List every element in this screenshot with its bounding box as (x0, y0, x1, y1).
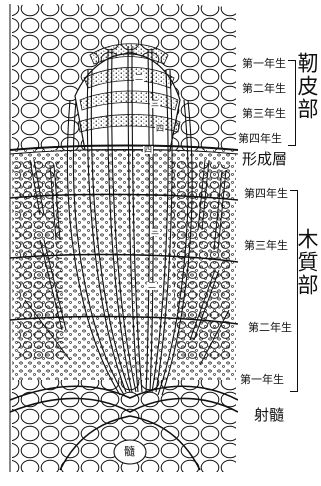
inner-number-3-right: 三 (150, 228, 160, 236)
cambium-label: 形成層 (242, 152, 287, 167)
inner-number-2-left: 二 (134, 74, 144, 82)
wood-part-label: 木質部 (296, 228, 317, 297)
ray-inner-label: 髓 (124, 446, 135, 457)
bark-part-label: 靭皮部 (296, 52, 317, 121)
inner-number-3-left: 三 (150, 100, 160, 108)
wood-year-3-label: 第三年生 (244, 240, 288, 251)
inner-number-4-right: 四 (143, 146, 153, 154)
bark-year-1-label: 第一年生 (242, 58, 286, 69)
bark-year-3-label: 第三年生 (242, 108, 286, 119)
bark-year-4-label: 第四年生 (238, 133, 282, 144)
inner-number-2-right: 二 (147, 282, 157, 290)
ray-label: 射髓 (254, 408, 284, 423)
inner-number-4-left: 四 (155, 125, 165, 133)
wood-year-1-label: 第一年生 (240, 374, 284, 385)
wood-year-2-label: 第二年生 (248, 322, 292, 333)
wood-year-4-label: 第四年生 (244, 188, 288, 199)
bark-year-2-label: 第二年生 (242, 83, 286, 94)
